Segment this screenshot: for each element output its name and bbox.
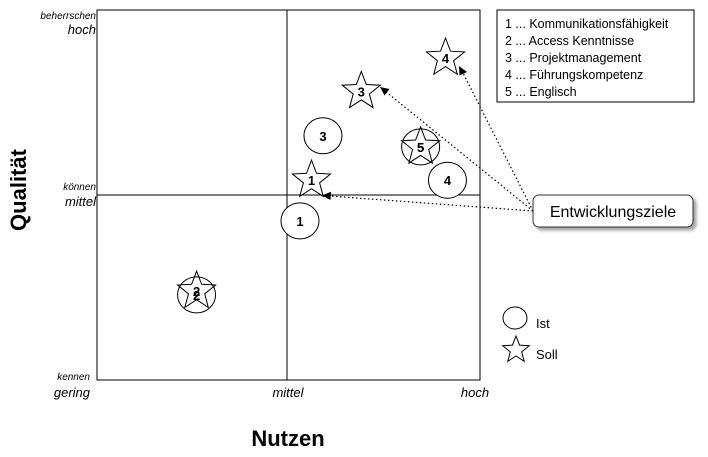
y-level-low: gering	[54, 385, 91, 400]
callout-label: Entwicklungsziele	[550, 204, 676, 221]
arrow-to-goal-4	[462, 72, 534, 212]
legend-item: 5 ... Englisch	[505, 85, 577, 99]
ist-circle	[280, 202, 320, 240]
y-level-high-top: beherrschen	[40, 11, 96, 22]
soll-label: 1	[308, 173, 315, 188]
arrow-head	[459, 66, 467, 76]
soll-star	[340, 69, 382, 109]
ist-marker-1: 1	[280, 202, 320, 240]
y-axis-title: Qualität	[6, 148, 31, 231]
key-ist-symbol	[502, 306, 528, 330]
arrow-to-goal-1	[329, 195, 534, 212]
soll-star	[291, 158, 332, 198]
y-level-mid: mittel	[65, 194, 97, 209]
skill-legend: 1 ... Kommunikationsfähigkeit 2 ... Acce…	[496, 9, 695, 103]
goal-arrows	[329, 72, 534, 212]
x-level-mid: mittel	[272, 385, 304, 400]
ist-marker-3: 3	[303, 117, 343, 155]
soll-label: 3	[358, 84, 365, 99]
ist-marker-2: 2	[177, 276, 217, 314]
ist-label: 1	[296, 214, 303, 229]
key-soll-label: Soll	[536, 347, 558, 362]
ist-circle	[427, 161, 467, 199]
soll-star	[400, 125, 442, 165]
arrow-head	[322, 191, 331, 200]
soll-marker-2: 2	[176, 269, 217, 309]
soll-label: 2	[193, 284, 200, 299]
soll-label: 4	[442, 51, 450, 66]
legend-box	[496, 9, 695, 103]
soll-markers: 1 2 3 4 5	[176, 36, 466, 309]
ist-circle	[303, 117, 343, 155]
legend-item: 3 ... Projektmanagement	[505, 51, 642, 65]
soll-marker-1: 1	[291, 158, 332, 198]
key-soll-symbol	[501, 334, 531, 363]
ist-label: 3	[319, 129, 326, 144]
ist-marker-4: 4	[427, 161, 467, 199]
soll-label: 5	[417, 140, 424, 155]
soll-marker-3: 3	[340, 69, 382, 109]
x-level-high: hoch	[461, 385, 489, 400]
development-goals-callout: Entwicklungsziele	[532, 194, 694, 228]
y-level-mid-top: können	[63, 182, 96, 193]
ist-label: 5	[417, 140, 424, 155]
legend-item: 1 ... Kommunikationsfähigkeit	[505, 17, 669, 31]
soll-star	[425, 36, 466, 76]
callout-box	[532, 194, 694, 228]
symbol-key: Ist Soll	[501, 306, 558, 363]
ist-label: 4	[444, 173, 452, 188]
legend-item: 4 ... Führungskompetenz	[505, 68, 643, 82]
soll-marker-4: 4	[425, 36, 466, 76]
ist-circle	[177, 276, 217, 314]
soll-star	[176, 269, 217, 309]
arrow-head	[380, 87, 390, 96]
soll-marker-5: 5	[400, 125, 442, 165]
key-ist-label: Ist	[536, 316, 550, 331]
x-axis-title: Nutzen	[251, 426, 324, 451]
y-level-low-top: kennen	[57, 372, 90, 383]
legend-item: 2 ... Access Kenntnisse	[505, 34, 634, 48]
ist-label: 2	[193, 288, 200, 303]
arrow-heads	[322, 66, 467, 200]
y-level-high: hoch	[68, 22, 96, 37]
